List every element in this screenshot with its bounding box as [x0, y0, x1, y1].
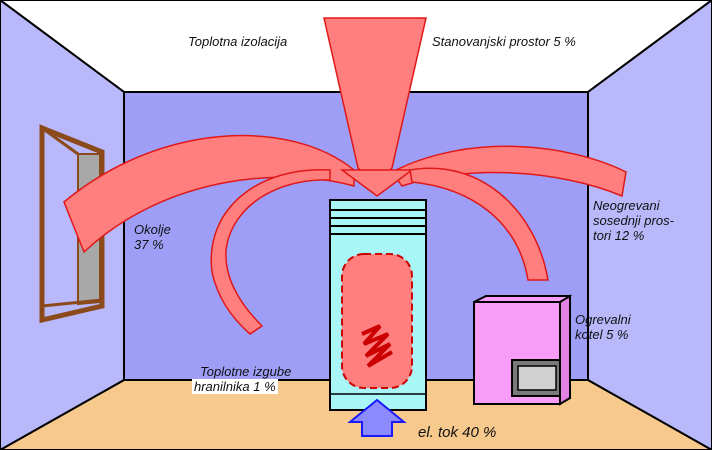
tank-losses-label-line-2: hranilnika 1 % [192, 379, 278, 394]
unheated-rooms-label-line-2: sosednji pros- [593, 213, 674, 228]
heating-boiler-label-line-1: Ogrevalni [575, 312, 631, 327]
heating-boiler-label-line-2: kotel 5 % [575, 327, 629, 342]
living-space-label: Stanovanjski prostor 5 % [432, 34, 576, 49]
incoming-arrowhead [339, 169, 415, 197]
heater-inner-panel [329, 233, 427, 395]
kotel-right-side [559, 294, 571, 406]
environment-label-line-2: 37 % [134, 237, 164, 252]
hot-water-tank [341, 253, 413, 389]
unheated-rooms-label-line-1: Neogrevani [593, 198, 660, 213]
heating-boiler-arrow [409, 167, 549, 281]
tank-losses-label-line-1: Toplotne izgube [200, 364, 292, 379]
heat-insulation-label: Toplotna izolacija [188, 34, 288, 49]
heating-boiler-label: Ogrevalni kotel 5 % [575, 312, 631, 342]
environment-label: Okolje 37 % [134, 222, 171, 252]
unheated-rooms-label: Neogrevani sosednji pros- tori 12 % [593, 198, 674, 243]
electric-input-label: el. tok 40 % [418, 424, 497, 441]
window-sill [41, 298, 103, 308]
tank-losses-label: Toplotne izgube hranilnika 1 % [192, 364, 292, 394]
unheated-rooms-label-line-3: tori 12 % [593, 228, 645, 243]
environment-label-line-1: Okolje [134, 222, 171, 237]
window-frame [39, 124, 105, 324]
tank-loss-arrow [210, 169, 331, 335]
up-arrow-icon [347, 398, 407, 437]
storage-water-heater [329, 199, 427, 411]
zigzag-heating-coil-icon [361, 324, 394, 368]
heating-boiler [473, 294, 572, 406]
